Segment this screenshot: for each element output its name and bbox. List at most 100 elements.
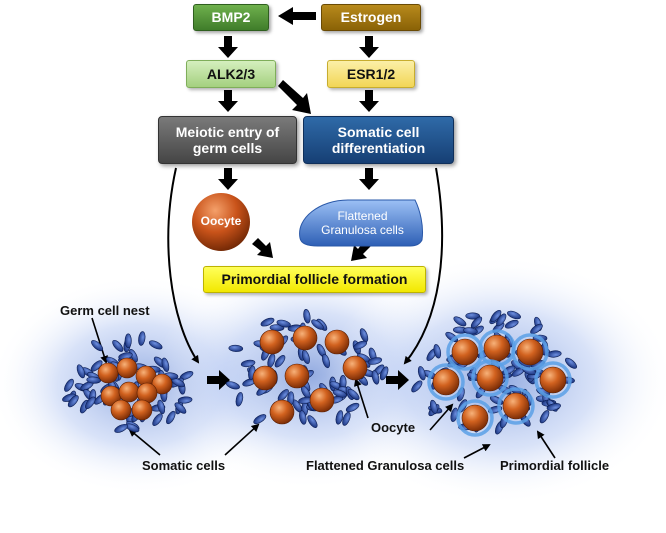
oocyte-cell [476,364,504,392]
oocyte-cell [292,325,318,351]
meiotic-label-line2: germ cells [192,140,263,156]
pointer-oocyte [353,378,369,419]
oocyte-cell [118,381,140,403]
somatic-cell [303,308,311,324]
somatic-cell [157,399,166,415]
somatic-cell [429,399,438,415]
granulosa-ring [456,399,494,437]
granulosa-ring [511,333,549,371]
germ-cell-nest-label: Germ cell nest [60,303,150,318]
estrogen-box: Estrogen [321,4,421,31]
somatic-cell [417,366,426,381]
somatic-cell [379,366,389,381]
curve-somatic-to-stage3 [403,167,444,365]
esr-label: ESR1/2 [346,65,396,82]
oocyte-cell [451,338,479,366]
somatic-cell [507,310,521,320]
somatic-cell [138,331,146,346]
oocyte-label: Oocyte [371,420,416,435]
somatic-cell [311,319,324,330]
somatic-label-line1: Somatic cell [337,123,420,140]
primordial-follicle-label: Primordial follicle [500,458,610,473]
somatic-cell [225,381,240,390]
pointer-granulosa [463,444,491,459]
oocyte-cell [516,338,544,366]
somatic-cell [85,396,96,410]
pointer-germ-cell-nest [91,317,108,364]
pathway-arrows [207,7,409,390]
primordial-formation-box: Primordial follicle formation [203,266,426,293]
curve-meiotic-to-stage2 [167,167,200,364]
meiotic-entry-box: Meiotic entry of germ cells [158,116,297,164]
somatic-cell [332,389,347,398]
somatic-cell [276,319,291,328]
granulosa-label-line1: Flattened [337,209,388,224]
somatic-cell [307,415,318,428]
somatic-cell [565,357,577,369]
granulosa-label-line2: Granulosa cells [321,223,404,237]
somatic-cell [177,396,193,404]
somatic-cell [76,364,86,379]
oocyte-cell [284,363,310,389]
somatic-cell [539,410,550,424]
somatic-cell [347,388,360,401]
oocyte-sphere-label: Oocyte [200,214,242,229]
oocyte-cell [116,357,138,379]
somatic-cell [453,316,467,327]
oocyte-text-holder: Oocyte [192,212,250,232]
somatic-cell [342,411,351,426]
somatic-differentiation-box: Somatic cell differentiation [303,116,454,164]
oocyte-cell [432,368,460,396]
arrow-esr-to-somatic [359,90,379,112]
somatic-cell [124,333,132,349]
somatic-cells-label: Somatic cells [142,458,226,473]
arrow-stage2-to-stage3 [386,370,409,390]
granulosa-shape [299,199,423,247]
primordial-follicle-cluster [411,309,577,437]
oocyte-cell [483,334,511,362]
somatic-cell [260,317,275,327]
oocyte-cell [324,329,350,355]
alk-label: ALK2/3 [206,65,256,82]
somatic-cell [161,357,170,372]
arrow-meiotic-to-oocyte [218,168,238,190]
somatic-cell [367,357,383,365]
somatic-cell [470,316,483,329]
germ-cell-nest-cluster [62,331,194,433]
arrow-alk-to-somatic [278,80,311,114]
oocyte-cell [502,392,530,420]
oocyte-cell [309,387,335,413]
somatic-cell [228,344,244,352]
somatic-cell [274,355,286,368]
breakdown-cluster [225,308,389,428]
flattened-granulosa-label: Flattened Granulosa cells [306,458,465,473]
somatic-cell [496,313,507,327]
somatic-cell [64,378,74,392]
estrogen-label: Estrogen [340,9,402,26]
pointer-somatic-right [224,423,260,456]
somatic-cell [67,395,79,408]
somatic-cell [504,319,519,329]
somatic-cell [86,376,101,384]
somatic-cell [240,359,256,368]
somatic-cell [301,349,310,365]
somatic-cell [148,340,163,350]
oocyte-cell [539,366,567,394]
somatic-label-line2: differentiation [331,140,426,156]
somatic-cell [174,402,187,414]
alk-box: ALK2/3 [186,60,276,88]
arrow-oocyte-to-formation [252,238,273,258]
pointer-lines [91,317,556,459]
somatic-cell [411,380,423,393]
primordial-formation-label: Primordial follicle formation [221,271,408,288]
somatic-cell [345,402,360,413]
curved-arrows [167,167,444,365]
somatic-cell [299,410,307,425]
somatic-cell [91,340,104,352]
pointer-primordial [536,430,556,459]
esr-box: ESR1/2 [327,60,415,88]
arrow-somatic-to-granulosa [359,168,379,190]
granulosa-ring [471,359,509,397]
somatic-cell [152,413,163,426]
arrow-estrogen-to-esr [359,36,379,58]
